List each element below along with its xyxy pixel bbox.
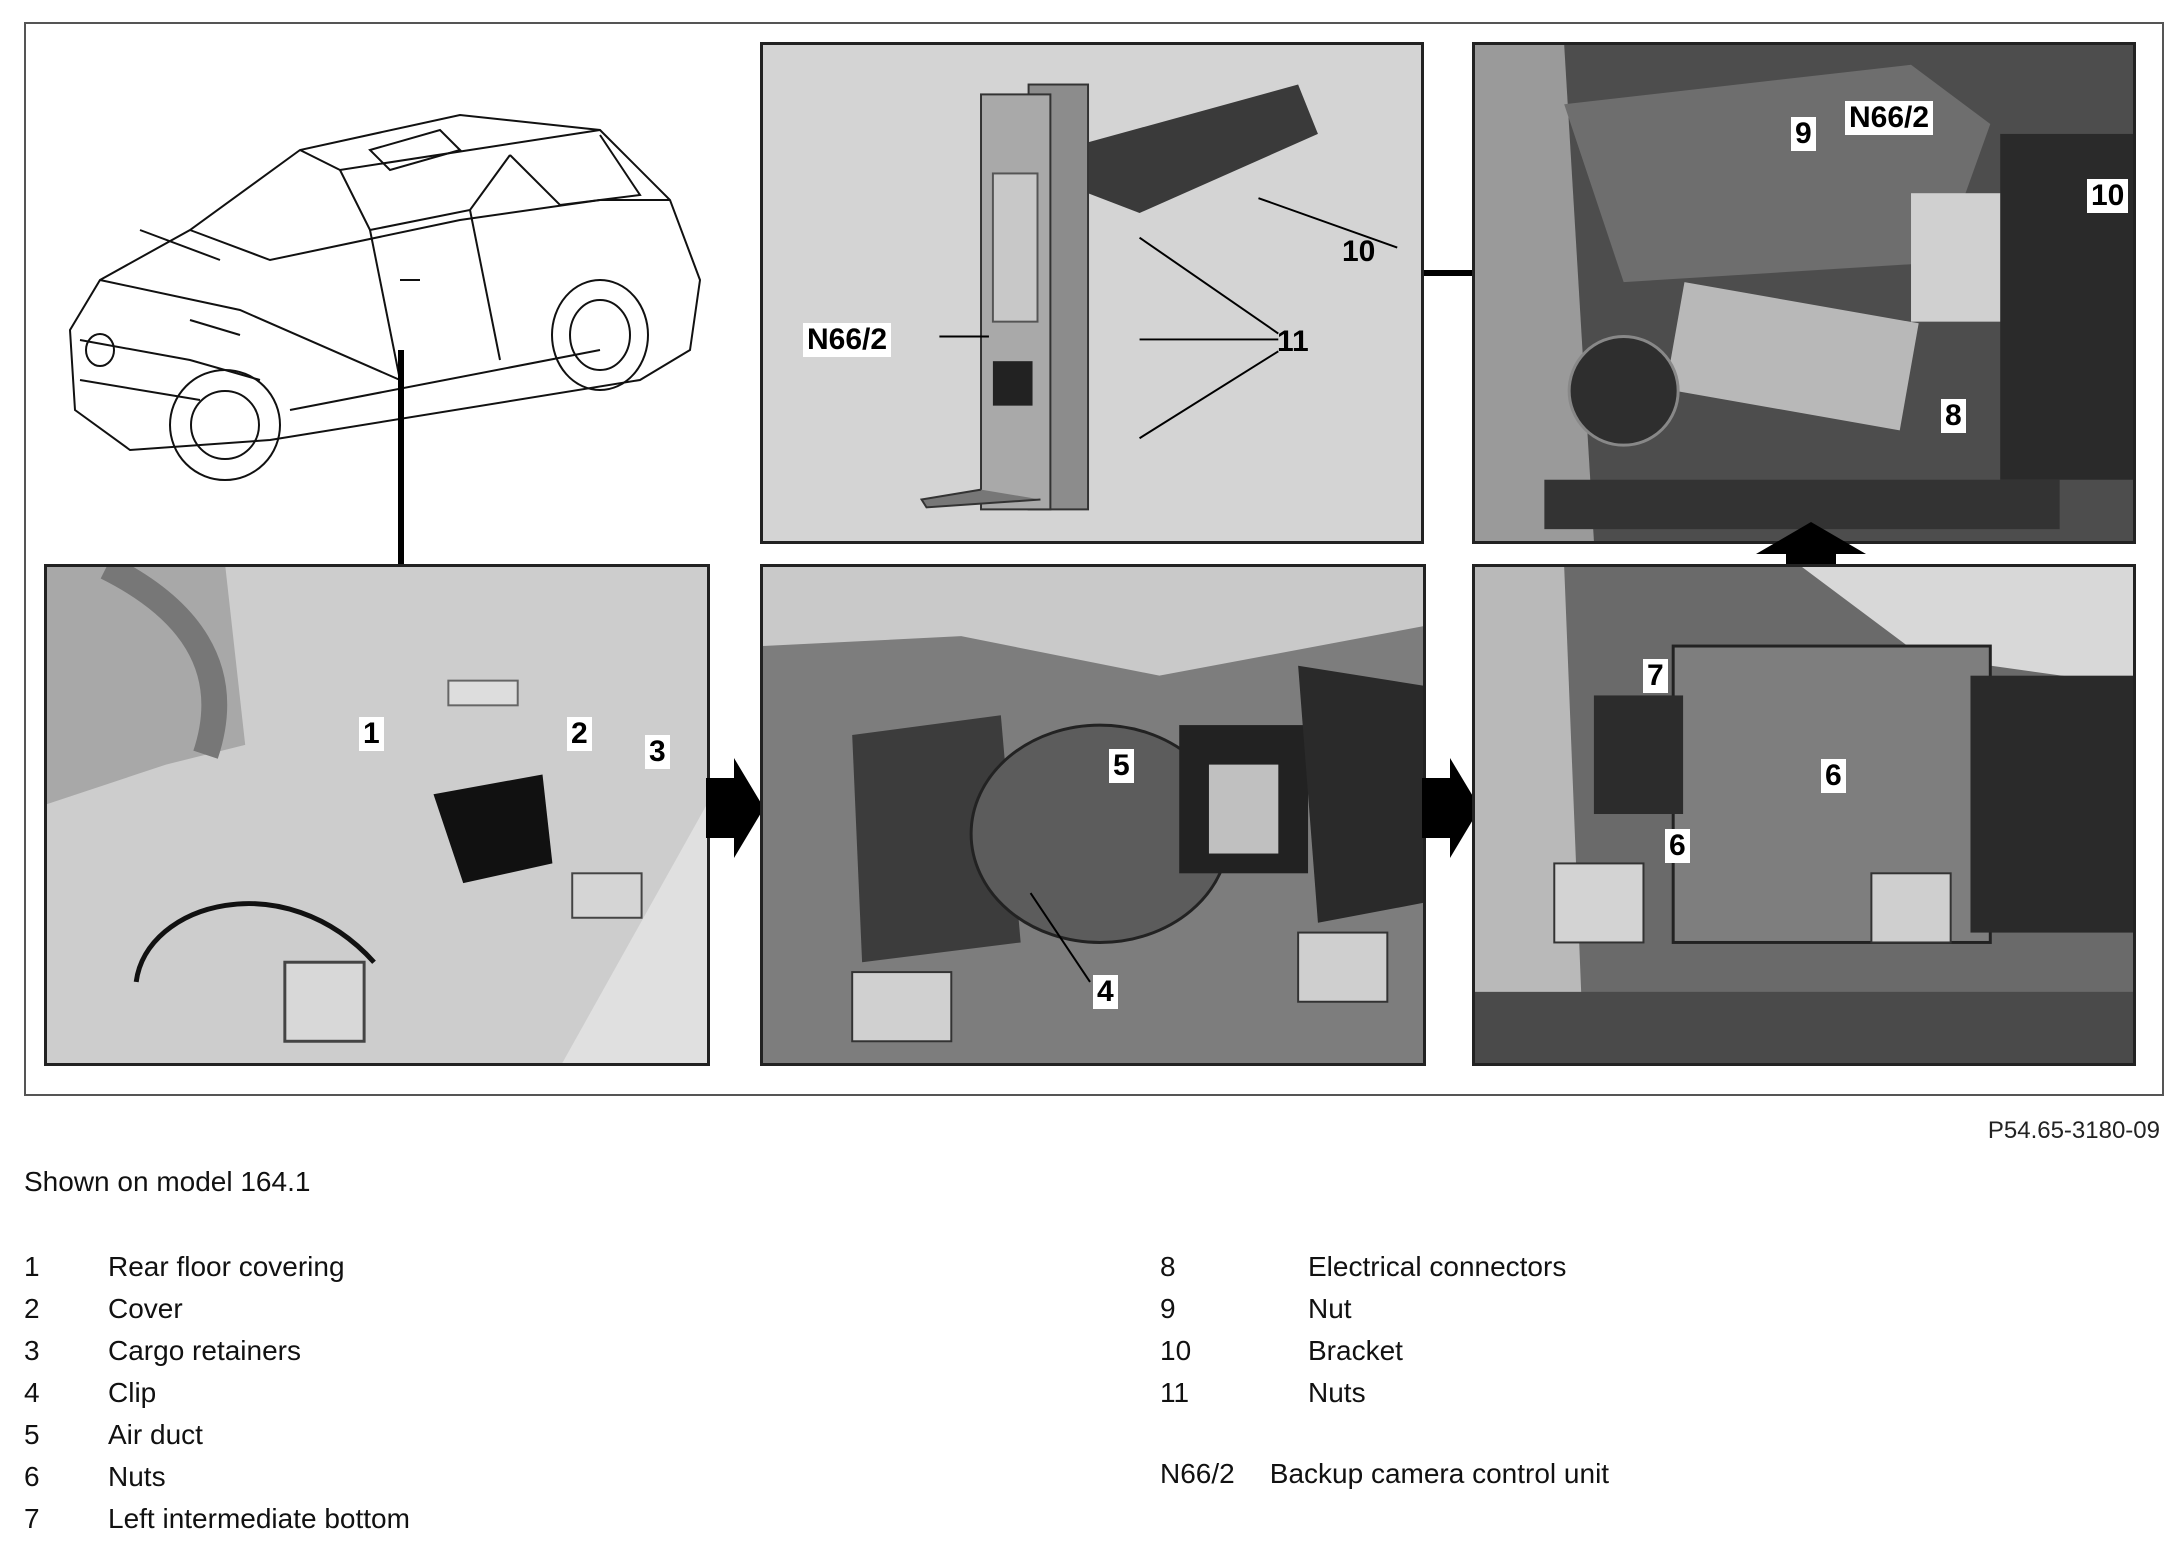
callout-5: 5 [1109, 749, 1134, 783]
legend-number: 5 [24, 1419, 40, 1450]
callout-n66-2: N66/2 [1845, 101, 1934, 135]
callout-1: 1 [359, 717, 384, 751]
figure-reference: P54.65-3180-09 [1987, 1117, 2160, 1144]
callout-4: 4 [1093, 975, 1118, 1009]
legend-item: 7 Left intermediate bottom [24, 1498, 724, 1540]
arrow-up-icon [1756, 522, 1866, 582]
vehicle-illustration [40, 80, 720, 500]
legend-label: Cover [108, 1293, 183, 1324]
legend-item: 3 Cargo retainers [24, 1330, 724, 1372]
panel-floor-covering: 1 2 3 [44, 564, 710, 1066]
legend-item: 8 Electrical connectors [1160, 1246, 1960, 1288]
callout-7: 7 [1643, 659, 1668, 693]
legend-number: 3 [24, 1335, 40, 1366]
arrow-right-icon [706, 758, 764, 858]
component-label: Backup camera control unit [1269, 1458, 1610, 1489]
component-legend: N66/2 Backup camera control unit [1160, 1458, 1609, 1490]
callout-11: 11 [1277, 325, 1309, 358]
panel-control-unit: N66/2 10 11 [760, 42, 1424, 544]
callout-n66-2: N66/2 [803, 323, 892, 357]
callout-2: 2 [567, 717, 592, 751]
legend-number: 11 [1160, 1377, 1190, 1408]
component-code: N66/2 [1160, 1458, 1235, 1489]
legend-number: 8 [1160, 1251, 1176, 1282]
legend-label: Clip [108, 1377, 157, 1408]
legend-item: 11 Nuts [1160, 1372, 1960, 1414]
callout-10: 10 [2087, 179, 2129, 213]
callout-9: 9 [1791, 117, 1816, 151]
legend-item: 5 Air duct [24, 1414, 724, 1456]
callout-6: 6 [1665, 829, 1690, 863]
legend-item: 10 Bracket [1160, 1330, 1960, 1372]
legend-right: 8 Electrical connectors 9 Nut 10 Bracket 11… [1160, 1246, 1960, 1414]
arrow-right-icon [1422, 758, 1480, 858]
legend-number: 1 [24, 1251, 40, 1282]
legend-item: 4 Clip [24, 1372, 724, 1414]
legend-label: Rear floor covering [108, 1251, 345, 1282]
legend-item: 1 Rear floor covering [24, 1246, 724, 1288]
legend-left: 1 Rear floor covering 2 Cover 3 Cargo retai… [24, 1246, 724, 1540]
legend-label: Nut [1308, 1293, 1352, 1324]
legend-number: 10 [1160, 1335, 1192, 1366]
callout-10: 10 [1342, 235, 1376, 268]
legend-label: Nuts [108, 1461, 166, 1492]
legend-item: 9 Nut [1160, 1288, 1960, 1330]
legend-item: 6 Nuts [24, 1456, 724, 1498]
legend-label: Nuts [1308, 1377, 1366, 1408]
model-note: Shown on model 164.1 [24, 1166, 311, 1197]
legend-number: 9 [1160, 1293, 1176, 1324]
legend-number: 4 [24, 1377, 40, 1408]
legend-number: 2 [24, 1293, 40, 1324]
pointer-line [398, 350, 404, 568]
legend-label: Left intermediate bottom [108, 1503, 410, 1534]
legend-number: 7 [24, 1503, 40, 1534]
callout-6: 6 [1821, 759, 1846, 793]
legend-label: Electrical connectors [1308, 1251, 1567, 1282]
legend-label: Bracket [1308, 1335, 1403, 1366]
legend-item: 2 Cover [24, 1288, 724, 1330]
legend-number: 6 [24, 1461, 40, 1492]
legend-label: Cargo retainers [108, 1335, 301, 1366]
panel-installed-unit: 9 N66/2 10 8 [1472, 42, 2136, 544]
legend-label: Air duct [108, 1419, 203, 1450]
callout-8: 8 [1941, 399, 1966, 433]
callout-3: 3 [645, 735, 670, 769]
panel-air-duct: 5 4 [760, 564, 1426, 1066]
panel-intermediate-bottom: 7 6 6 [1472, 564, 2136, 1066]
